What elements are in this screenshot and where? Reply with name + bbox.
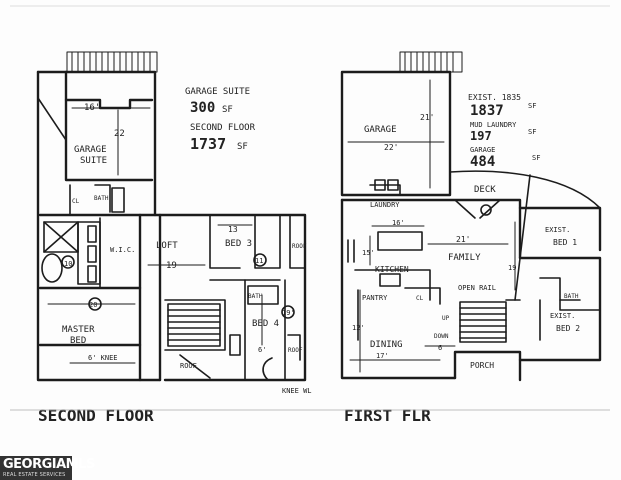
mud-laundry-sf-value: 197	[470, 129, 492, 143]
first-floor-interior-lines	[347, 170, 601, 343]
garage-suite-sf-value: 300	[190, 100, 215, 116]
loft-label: LOFT	[156, 241, 178, 251]
mud-laundry-sf-unit: SF	[528, 128, 536, 136]
second-floor-dim-6: 6'	[258, 346, 266, 354]
master-knee-label: 6' KNEE	[88, 354, 118, 362]
watermark-tagline: REAL ESTATE SERVICES	[3, 472, 66, 478]
porch-label: PORCH	[470, 361, 494, 370]
first-floor-area-summary: EXIST. 1835 1837 SF MUD LAUNDRY 197 SF G…	[468, 93, 540, 170]
second-floor-sf-value: 1737	[190, 135, 226, 153]
deck-label: DECK	[474, 185, 496, 195]
watermark-brand: GEORGIAMLS	[3, 457, 95, 472]
exist-bed2-label-line2: BED 2	[556, 324, 580, 333]
first-floor-garage-sf-unit: SF	[532, 154, 540, 162]
second-floor-dim-10: 10	[64, 260, 72, 268]
mud-laundry-label: MUD LAUNDRY	[470, 121, 517, 129]
second-floor-summary-label: SECOND FLOOR	[190, 123, 256, 133]
first-floor-dim-6: 6	[438, 344, 442, 352]
first-floor-family-dim-21: 21'	[456, 235, 470, 244]
first-floor-garage-dim-21: 21'	[420, 113, 434, 122]
first-floor-family-dim-19: 19	[508, 264, 516, 272]
exist-bed2-label-line1: EXIST.	[550, 312, 575, 320]
first-floor-caption: FIRST FLR	[344, 406, 431, 425]
second-floor-caption: SECOND FLOOR	[38, 406, 154, 425]
first-floor-bath-label: BATH	[564, 293, 579, 300]
master-bed-label-line1: MASTER	[62, 325, 95, 335]
second-floor-bed3-dim-13: 13	[228, 225, 238, 234]
knee-wall-label: KNEE WL	[282, 387, 312, 395]
second-floor-bath2-label: BATH	[248, 293, 263, 300]
second-floor-roof-label-3: ROOF	[288, 347, 303, 354]
bed4-label: BED 4	[252, 319, 279, 329]
second-floor-roof-label-2: ROOF	[180, 362, 197, 370]
first-floor-plan: GARAGE 22' 21' DECK LAUNDRY 16' 15' KITC…	[340, 51, 602, 425]
second-floor-sf-unit: SF	[237, 142, 248, 152]
second-floor-interior-lines	[37, 97, 306, 381]
second-floor-bath-label: BATH	[94, 195, 109, 202]
garage-suite-label-line2: SUITE	[80, 156, 107, 166]
dining-label: DINING	[370, 340, 403, 350]
first-floor-dimension-lines	[347, 79, 516, 373]
garage-suite-summary-label: GARAGE SUITE	[185, 87, 250, 97]
exist-sf-unit: SF	[528, 102, 536, 110]
first-floor-dining-dim-12: 12'	[352, 324, 365, 332]
laundry-label: LAUNDRY	[370, 201, 400, 209]
exist-bed1-label-line2: BED 1	[553, 238, 577, 247]
first-floor-cl-label: CL	[416, 295, 424, 302]
exist-bed1-label-line1: EXIST.	[545, 226, 570, 234]
first-floor-garage-label: GARAGE	[364, 125, 397, 135]
second-floor-labels: 16' 22 GARAGE SUITE BATH CL W.I.C. LOFT …	[62, 103, 312, 395]
second-floor-loft-dim-19: 19	[166, 261, 177, 271]
kitchen-label: KITCHEN	[375, 265, 409, 274]
second-floor-suite-dim-16: 16'	[84, 103, 100, 113]
garage-suite-sf-unit: SF	[222, 105, 233, 115]
wic-label: W.I.C.	[110, 246, 135, 254]
first-floor-garage-summary-label: GARAGE	[470, 146, 495, 154]
georgia-mls-watermark: GEORGIAMLS REAL ESTATE SERVICES	[0, 456, 95, 480]
second-floor-cl-label: CL	[72, 198, 80, 205]
second-floor-plan: 16' 22 GARAGE SUITE BATH CL W.I.C. LOFT …	[36, 51, 312, 425]
first-floor-garage-sf-value: 484	[470, 154, 495, 170]
first-floor-dining-dim-17: 17'	[376, 352, 389, 360]
exist-sf-value: 1837	[470, 103, 504, 119]
second-floor-dim-20: 20	[89, 301, 97, 309]
second-floor-suite-dim-22: 22	[114, 129, 125, 139]
pantry-label: PANTRY	[362, 294, 388, 302]
second-floor-dim-19b: 19'	[282, 309, 295, 317]
family-label: FAMILY	[448, 253, 481, 263]
second-floor-roof-label-1: ROOF	[292, 243, 307, 250]
open-rail-label: OPEN RAIL	[458, 284, 496, 292]
garage-suite-label-line1: GARAGE	[74, 145, 107, 155]
first-floor-top-stair-hatch	[399, 51, 463, 73]
first-floor-kitchen-dim-16: 16'	[392, 219, 405, 227]
second-floor-area-summary: GARAGE SUITE 300 SF SECOND FLOOR 1737 SF	[185, 87, 256, 153]
first-floor-garage-dim-22: 22'	[384, 143, 398, 152]
first-floor-labels: GARAGE 22' 21' DECK LAUNDRY 16' 15' KITC…	[352, 113, 580, 370]
exist-summary-label: EXIST. 1835	[468, 93, 521, 102]
second-floor-dim-11: 11	[255, 257, 263, 265]
master-bed-label-line2: BED	[70, 336, 86, 346]
stair-down-label: DOWN	[434, 333, 449, 340]
bed3-label: BED 3	[225, 239, 252, 249]
first-floor-kitchen-dim-15: 15'	[362, 249, 375, 257]
second-floor-dimension-lines	[47, 107, 263, 364]
stair-up-label: UP	[442, 315, 450, 322]
